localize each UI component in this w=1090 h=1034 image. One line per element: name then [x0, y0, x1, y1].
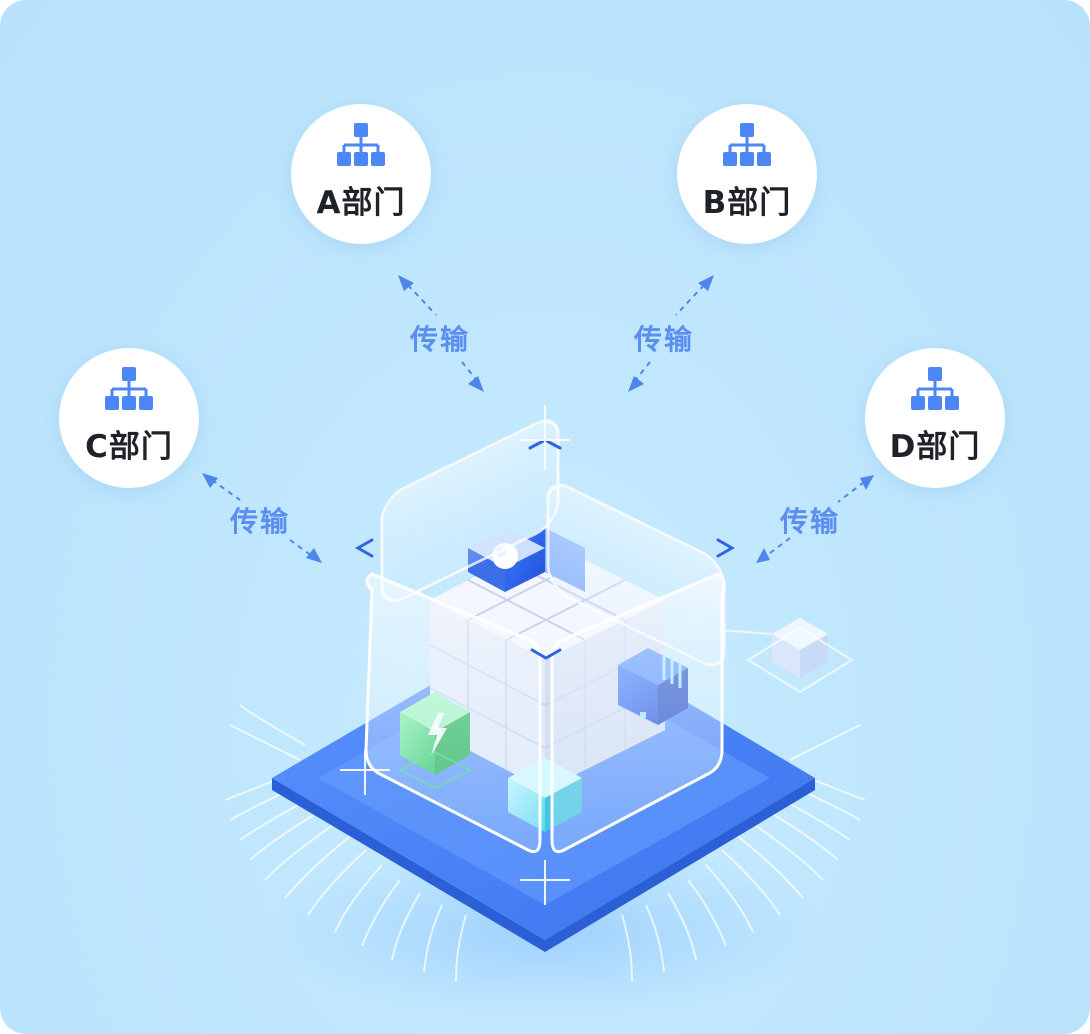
arrowhead-b-top	[698, 275, 714, 291]
arrowhead-a-bottom	[468, 376, 484, 392]
arrow-a-upper	[407, 284, 437, 316]
arrow-heads	[202, 275, 874, 563]
org-chart-icon	[911, 366, 959, 410]
org-chart-icon	[337, 122, 385, 166]
department-b-node: B部门	[677, 104, 817, 244]
org-chart-icon	[723, 122, 771, 166]
arrow-b-upper	[675, 284, 705, 316]
arrow-d-lower	[765, 537, 791, 557]
arrow-c-lower	[289, 539, 313, 557]
arrowhead-d-top	[860, 475, 874, 490]
org-chart-icon	[105, 366, 153, 410]
department-d-label: D部门	[889, 428, 981, 465]
arrowhead-c-top	[202, 473, 218, 488]
arrowhead-d-bottom	[756, 548, 770, 563]
arrowhead-b-bottom	[628, 376, 644, 392]
department-b-label: B部门	[702, 184, 792, 221]
department-c-label: C部门	[85, 428, 173, 465]
transfer-label-d: 传输	[780, 505, 841, 538]
department-c-node: C部门	[59, 348, 199, 488]
arrow-c-upper	[211, 479, 241, 501]
department-a-node: A部门	[291, 104, 431, 244]
side-cube	[719, 618, 854, 694]
glass-box	[340, 405, 736, 905]
transfer-arrows	[211, 284, 865, 557]
transfer-label-a: 传输	[410, 323, 471, 356]
arrowhead-a-top	[398, 275, 414, 291]
arrow-d-upper	[837, 481, 865, 503]
transfer-label-c: 传输	[230, 505, 291, 538]
arrowhead-c-bottom	[306, 548, 322, 563]
department-a-label: A部门	[316, 184, 406, 221]
department-d-node: D部门	[865, 348, 1005, 488]
transfer-label-b: 传输	[634, 323, 695, 356]
